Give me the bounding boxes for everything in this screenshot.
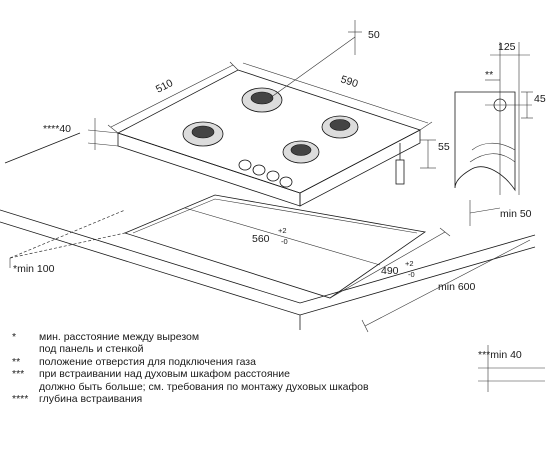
footnote-line: должно быть больше; см. требования по мо…: [39, 380, 369, 393]
footnote-marker: ****: [12, 393, 29, 406]
footnote-marker: **: [12, 355, 21, 368]
label-gas-inlet-y: 45: [534, 93, 546, 105]
label-hob-depth: 510: [154, 77, 175, 96]
footnote-line: мин. расстояние между вырезом: [39, 331, 200, 343]
dimension-labels: 510 590 50 55 ****40 560 +2 -0 490 +2 -0…: [13, 29, 546, 361]
label-height: 55: [438, 141, 450, 153]
label-gas-inlet-x: 125: [498, 41, 516, 53]
cutout: [9, 194, 427, 299]
gas-connector: [395, 159, 405, 185]
hob: [116, 69, 422, 207]
burner-rear-right: [321, 115, 359, 139]
label-rear-clearance: min 50: [500, 208, 532, 220]
label-worktop-depth: min 600: [438, 281, 476, 293]
footnote-gas-inlet: ** положение отверстия для подключения г…: [12, 356, 542, 368]
footnote-line: под панель и стенкой: [39, 343, 144, 356]
footnote-side-clearance: * мин. расстояние между вырезом под пане…: [12, 331, 542, 356]
worktop: [0, 132, 536, 330]
label-cutout-width-tol-minus: -0: [281, 237, 288, 246]
label-top-offset: 50: [368, 29, 380, 41]
footnotes: * мин. расстояние между вырезом под пане…: [12, 331, 542, 405]
footnote-marker: *: [12, 331, 17, 343]
footnote-line: положение отверстия для подключения газа: [39, 355, 256, 368]
dimension-lines: [9, 20, 545, 392]
footnote-line: при встраивании над духовым шкафом расст…: [39, 368, 291, 381]
label-cutout-width-tol-plus: +2: [278, 226, 287, 235]
control-knobs: [238, 159, 293, 188]
gas-inlet-detail: [454, 42, 533, 195]
footnote-line: глубина встраивания: [39, 393, 143, 406]
label-install-depth: ****40: [43, 123, 71, 135]
label-gas-marker: **: [485, 69, 493, 81]
burner-front-right: [282, 140, 320, 164]
burners: [182, 87, 359, 164]
burner-front-left: [182, 121, 224, 147]
footnote-install-depth: **** глубина встраивания: [12, 393, 542, 405]
burner-rear-left: [241, 87, 283, 113]
footnote-oven-distance: *** при встраивании над духовым шкафом р…: [12, 368, 542, 393]
label-hob-width: 590: [339, 73, 360, 90]
label-side-clearance: *min 100: [13, 263, 55, 275]
label-cutout-depth-tol-minus: -0: [408, 270, 415, 279]
label-oven-distance: ***min 40: [478, 349, 522, 361]
label-cutout-depth-tol-plus: +2: [405, 259, 414, 268]
label-cutout-depth: 490: [381, 265, 399, 277]
label-cutout-width: 560: [252, 233, 270, 245]
footnote-marker: ***: [12, 368, 25, 381]
